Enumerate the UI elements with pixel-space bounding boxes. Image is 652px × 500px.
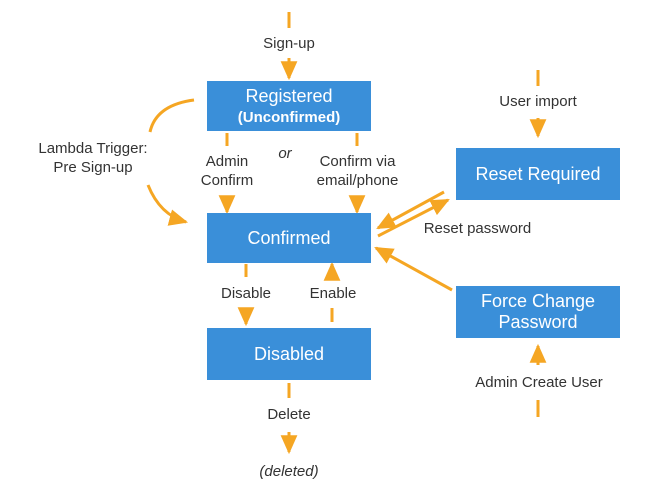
- lambda-line2: Pre Sign-up: [53, 158, 133, 176]
- admin-confirm-line2: Confirm: [200, 171, 254, 189]
- force-change-line2: Password: [498, 312, 578, 332]
- label-signup: Sign-up: [263, 35, 315, 52]
- disabled-title: Disabled: [253, 343, 325, 364]
- arrow-reset-to-confirmed: [376, 190, 445, 230]
- registered-subtitle: (Unconfirmed): [237, 108, 341, 126]
- confirm-via-line2: email/phone: [316, 171, 399, 189]
- state-force-change-password: Force Change Password: [456, 286, 620, 338]
- arrow-lambda-top-curve: [148, 98, 195, 133]
- arrow-lambda-bottom-curve: [146, 184, 189, 226]
- label-or: or: [278, 145, 292, 162]
- label-user-import: User import: [499, 93, 577, 110]
- lambda-line1: Lambda Trigger:: [38, 140, 148, 157]
- label-admin-create-user: Admin Create User: [475, 374, 603, 391]
- label-reset-password: Reset password: [423, 220, 532, 237]
- registered-title: Registered: [245, 86, 333, 107]
- confirm-via-line1: Confirm via: [319, 153, 396, 170]
- state-registered: Registered (Unconfirmed): [207, 81, 371, 131]
- state-reset-required: Reset Required: [456, 148, 620, 200]
- confirmed-title: Confirmed: [247, 227, 331, 248]
- arrow-force-change-to-confirmed: [374, 246, 453, 292]
- force-change-line1: Force Change: [480, 291, 596, 312]
- label-enable: Enable: [309, 285, 357, 302]
- state-confirmed: Confirmed: [207, 213, 371, 263]
- admin-confirm-line1: Admin: [205, 153, 249, 170]
- label-lambda-trigger: Lambda Trigger: Pre Sign-up: [18, 140, 168, 178]
- label-disable: Disable: [220, 285, 272, 302]
- reset-required-title: Reset Required: [475, 163, 601, 184]
- state-disabled: Disabled: [207, 328, 371, 380]
- label-admin-confirm: Admin Confirm: [187, 153, 267, 191]
- arrow-confirmed-to-reset: [377, 198, 450, 238]
- label-confirm-via: Confirm via email/phone: [305, 153, 410, 191]
- label-delete: Delete: [267, 406, 311, 423]
- label-deleted: (deleted): [259, 463, 319, 480]
